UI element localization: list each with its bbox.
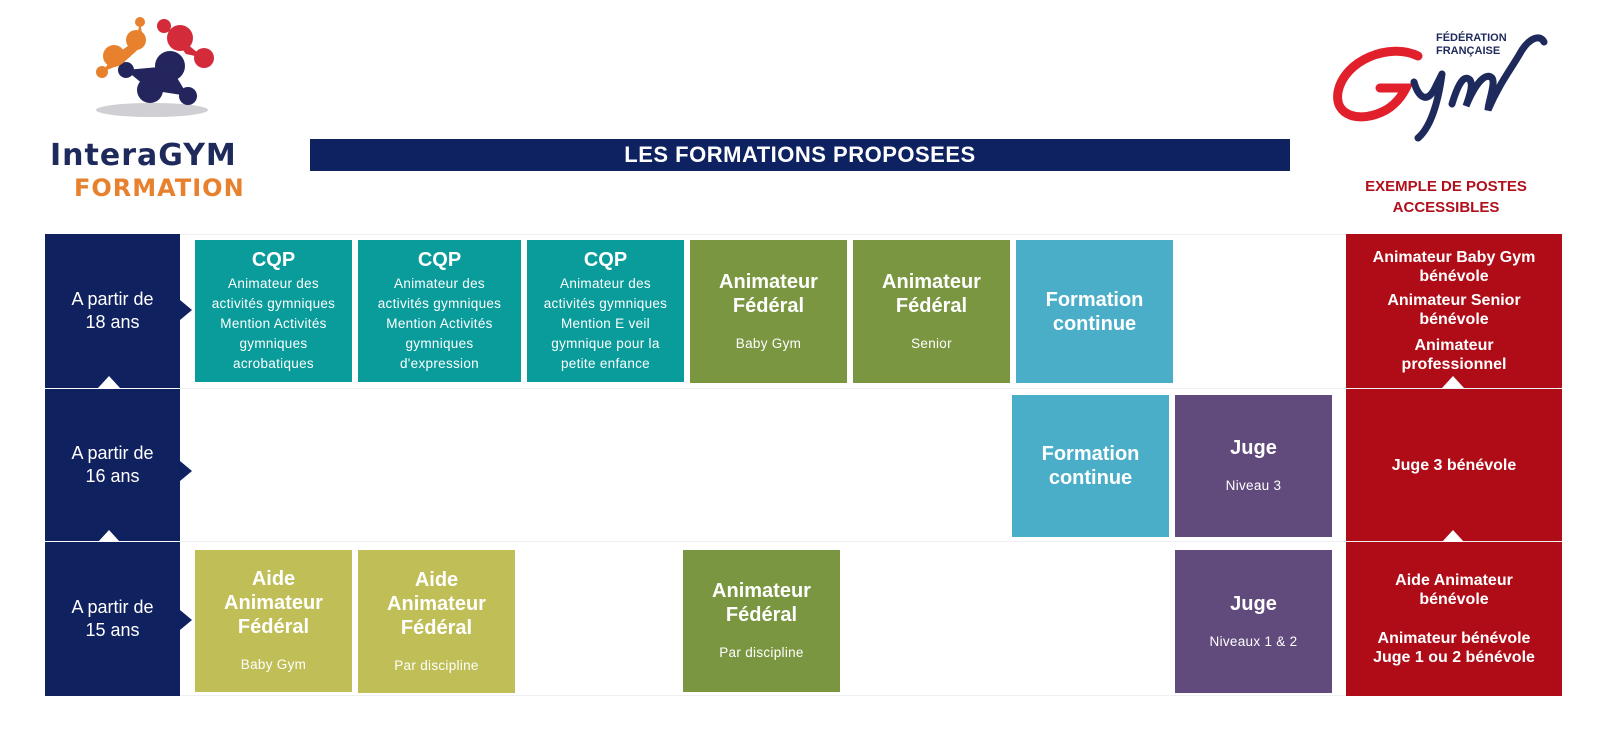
training-box-cqp-acrobatiques: CQP Animateur des activités gymniques Me… xyxy=(195,240,352,382)
training-title: CQP xyxy=(583,249,628,271)
training-box-aide-discipline: Aide Animateur Fédéral Par discipline xyxy=(358,550,515,693)
training-subtitle: Baby Gym xyxy=(240,657,307,672)
age-label-15: A partir de 15 ans xyxy=(71,597,154,640)
interagym-molecule-icon xyxy=(96,17,214,117)
age-label-18: A partir de 18 ans xyxy=(71,289,154,332)
training-subtitle: Niveau 3 xyxy=(1225,478,1282,493)
ffgym-line-1: FÉDÉRATION xyxy=(1436,32,1507,44)
training-subtitle: Animateur des activités gymniques Mentio… xyxy=(211,276,336,371)
interagym-logo: InteraGYM FORMATION xyxy=(40,10,270,202)
training-box-animateur-babygym: Animateur Fédéral Baby Gym xyxy=(690,240,847,383)
ffgym-logo: FÉDÉRATION FRANÇAISE xyxy=(1330,20,1570,150)
posts-box-16: Juge 3 bénévole xyxy=(1346,389,1562,541)
training-title: Animateur Fédéral xyxy=(719,270,818,317)
age-arrow-18 xyxy=(180,300,192,320)
post-item: Animateur bénévole Juge 1 ou 2 bénévole xyxy=(1373,630,1535,666)
interagym-wordmark: InteraGYM xyxy=(50,138,237,173)
posts-heading-text: EXEMPLE DE POSTES ACCESSIBLES xyxy=(1365,178,1527,216)
training-title: Aide Animateur Fédéral xyxy=(387,568,486,639)
training-subtitle: Baby Gym xyxy=(735,335,802,351)
training-title: Animateur Fédéral xyxy=(712,580,811,626)
training-box-cqp-eveil: CQP Animateur des activités gymniques Me… xyxy=(527,240,684,382)
age-block-16: A partir de 16 ans xyxy=(45,389,180,541)
page-title: LES FORMATIONS PROPOSEES xyxy=(310,139,1290,171)
training-box-juge-niveau3: Juge Niveau 3 xyxy=(1175,395,1332,537)
ffgym-line-2: FRANÇAISE xyxy=(1436,45,1501,57)
training-subtitle: Par discipline xyxy=(719,645,804,660)
age-arrow-16 xyxy=(180,461,192,481)
post-item: Animateur Baby Gym bénévole xyxy=(1372,249,1536,285)
training-subtitle: Animateur des activités gymniques Mentio… xyxy=(543,276,668,371)
posts-box-18: Animateur Baby Gym bénévole Animateur Se… xyxy=(1346,234,1562,388)
training-title: Animateur Fédéral xyxy=(882,270,981,317)
training-title: Juge xyxy=(1230,437,1277,459)
age-block-18: A partir de 18 ans xyxy=(45,234,180,388)
training-subtitle: Niveaux 1 & 2 xyxy=(1209,633,1298,649)
posts-divider-up-arrow xyxy=(1442,530,1464,542)
training-box-animateur-senior: Animateur Fédéral Senior xyxy=(853,240,1010,383)
training-box-cqp-expression: CQP Animateur des activités gymniques Me… xyxy=(358,240,521,382)
posts-divider-up-arrow xyxy=(1442,376,1464,388)
post-item: Aide Animateur bénévole xyxy=(1395,572,1513,608)
training-subtitle: Par discipline xyxy=(394,657,479,673)
age-divider-up-arrow xyxy=(98,376,120,388)
training-title: CQP xyxy=(251,249,296,271)
age-divider-up-arrow xyxy=(98,530,120,542)
training-subtitle: Animateur des activités gymniques Mentio… xyxy=(377,276,502,371)
ffgym-swoosh-icon xyxy=(1333,34,1548,142)
training-title: Formation continue xyxy=(1045,288,1144,335)
training-subtitle: Senior xyxy=(911,335,952,351)
age-block-15: A partir de 15 ans xyxy=(45,542,180,696)
training-box-animateur-discipline: Animateur Fédéral Par discipline xyxy=(683,550,840,692)
training-title: Juge xyxy=(1230,592,1277,615)
training-title: CQP xyxy=(417,249,462,271)
training-title: Aide Animateur Fédéral xyxy=(224,568,323,638)
age-arrow-15 xyxy=(180,610,192,630)
age-label-16: A partir de 16 ans xyxy=(71,443,154,486)
post-item: Animateur professionnel xyxy=(1401,337,1507,373)
post-item: Juge 3 bénévole xyxy=(1391,456,1517,474)
training-box-formation-continue-18: Formation continue xyxy=(1016,240,1173,383)
training-box-juge-niveaux12: Juge Niveaux 1 & 2 xyxy=(1175,550,1332,693)
training-box-formation-continue-16: Formation continue xyxy=(1012,395,1169,537)
formation-wordmark: FORMATION xyxy=(74,174,245,202)
post-item: Animateur Senior bénévole xyxy=(1387,292,1521,328)
training-box-aide-babygym: Aide Animateur Fédéral Baby Gym xyxy=(195,550,352,692)
posts-box-15: Aide Animateur bénévole Animateur bénévo… xyxy=(1346,542,1562,696)
training-title: Formation continue xyxy=(1041,443,1140,489)
posts-heading: EXEMPLE DE POSTES ACCESSIBLES xyxy=(1346,176,1546,218)
